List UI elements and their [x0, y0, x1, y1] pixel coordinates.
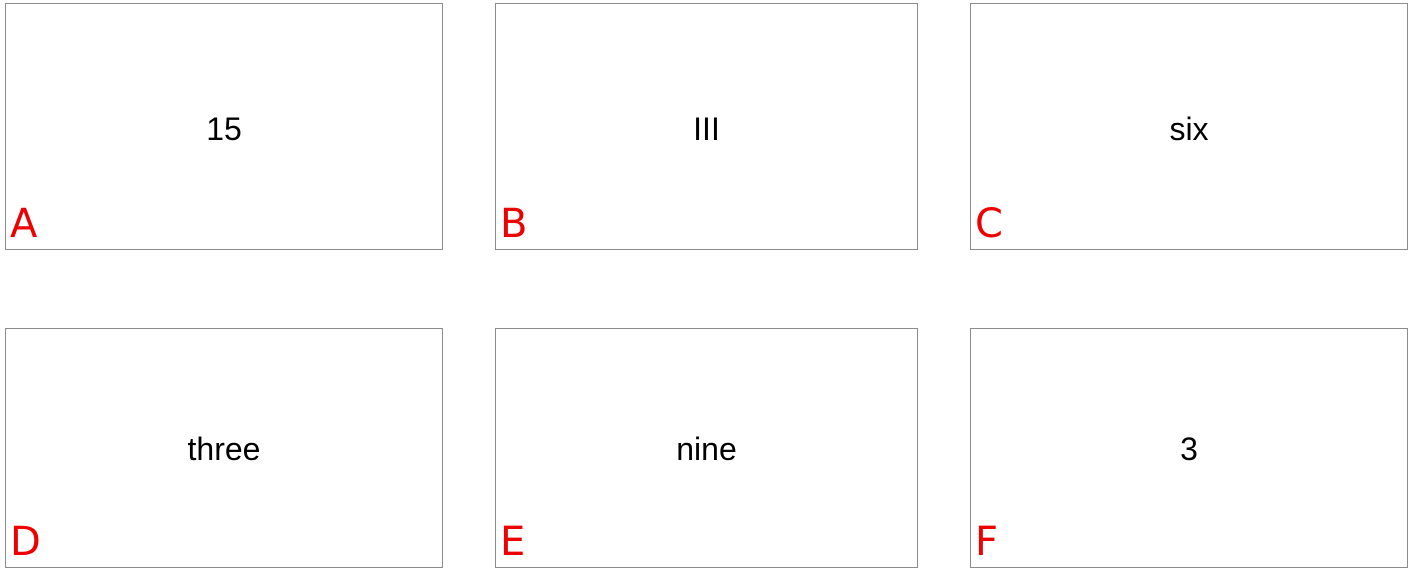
card-letter: E	[500, 519, 526, 565]
card-letter: F	[975, 519, 999, 565]
card-letter: C	[975, 201, 1003, 247]
option-card-f[interactable]: 3 F	[970, 328, 1408, 568]
card-value: III	[693, 111, 720, 147]
card-letter: B	[500, 201, 528, 247]
card-value: three	[187, 431, 261, 467]
card-value: 15	[206, 111, 242, 147]
card-value: 3	[1180, 431, 1198, 467]
card-letter: D	[10, 519, 41, 565]
card-value: six	[1169, 111, 1209, 147]
option-card-b[interactable]: III B	[495, 3, 918, 250]
card-letter: A	[10, 201, 38, 247]
card-value: nine	[676, 431, 737, 467]
option-card-e[interactable]: nine E	[495, 328, 918, 568]
option-card-c[interactable]: six C	[970, 3, 1408, 250]
option-card-a[interactable]: 15 A	[5, 3, 443, 250]
option-card-d[interactable]: three D	[5, 328, 443, 568]
